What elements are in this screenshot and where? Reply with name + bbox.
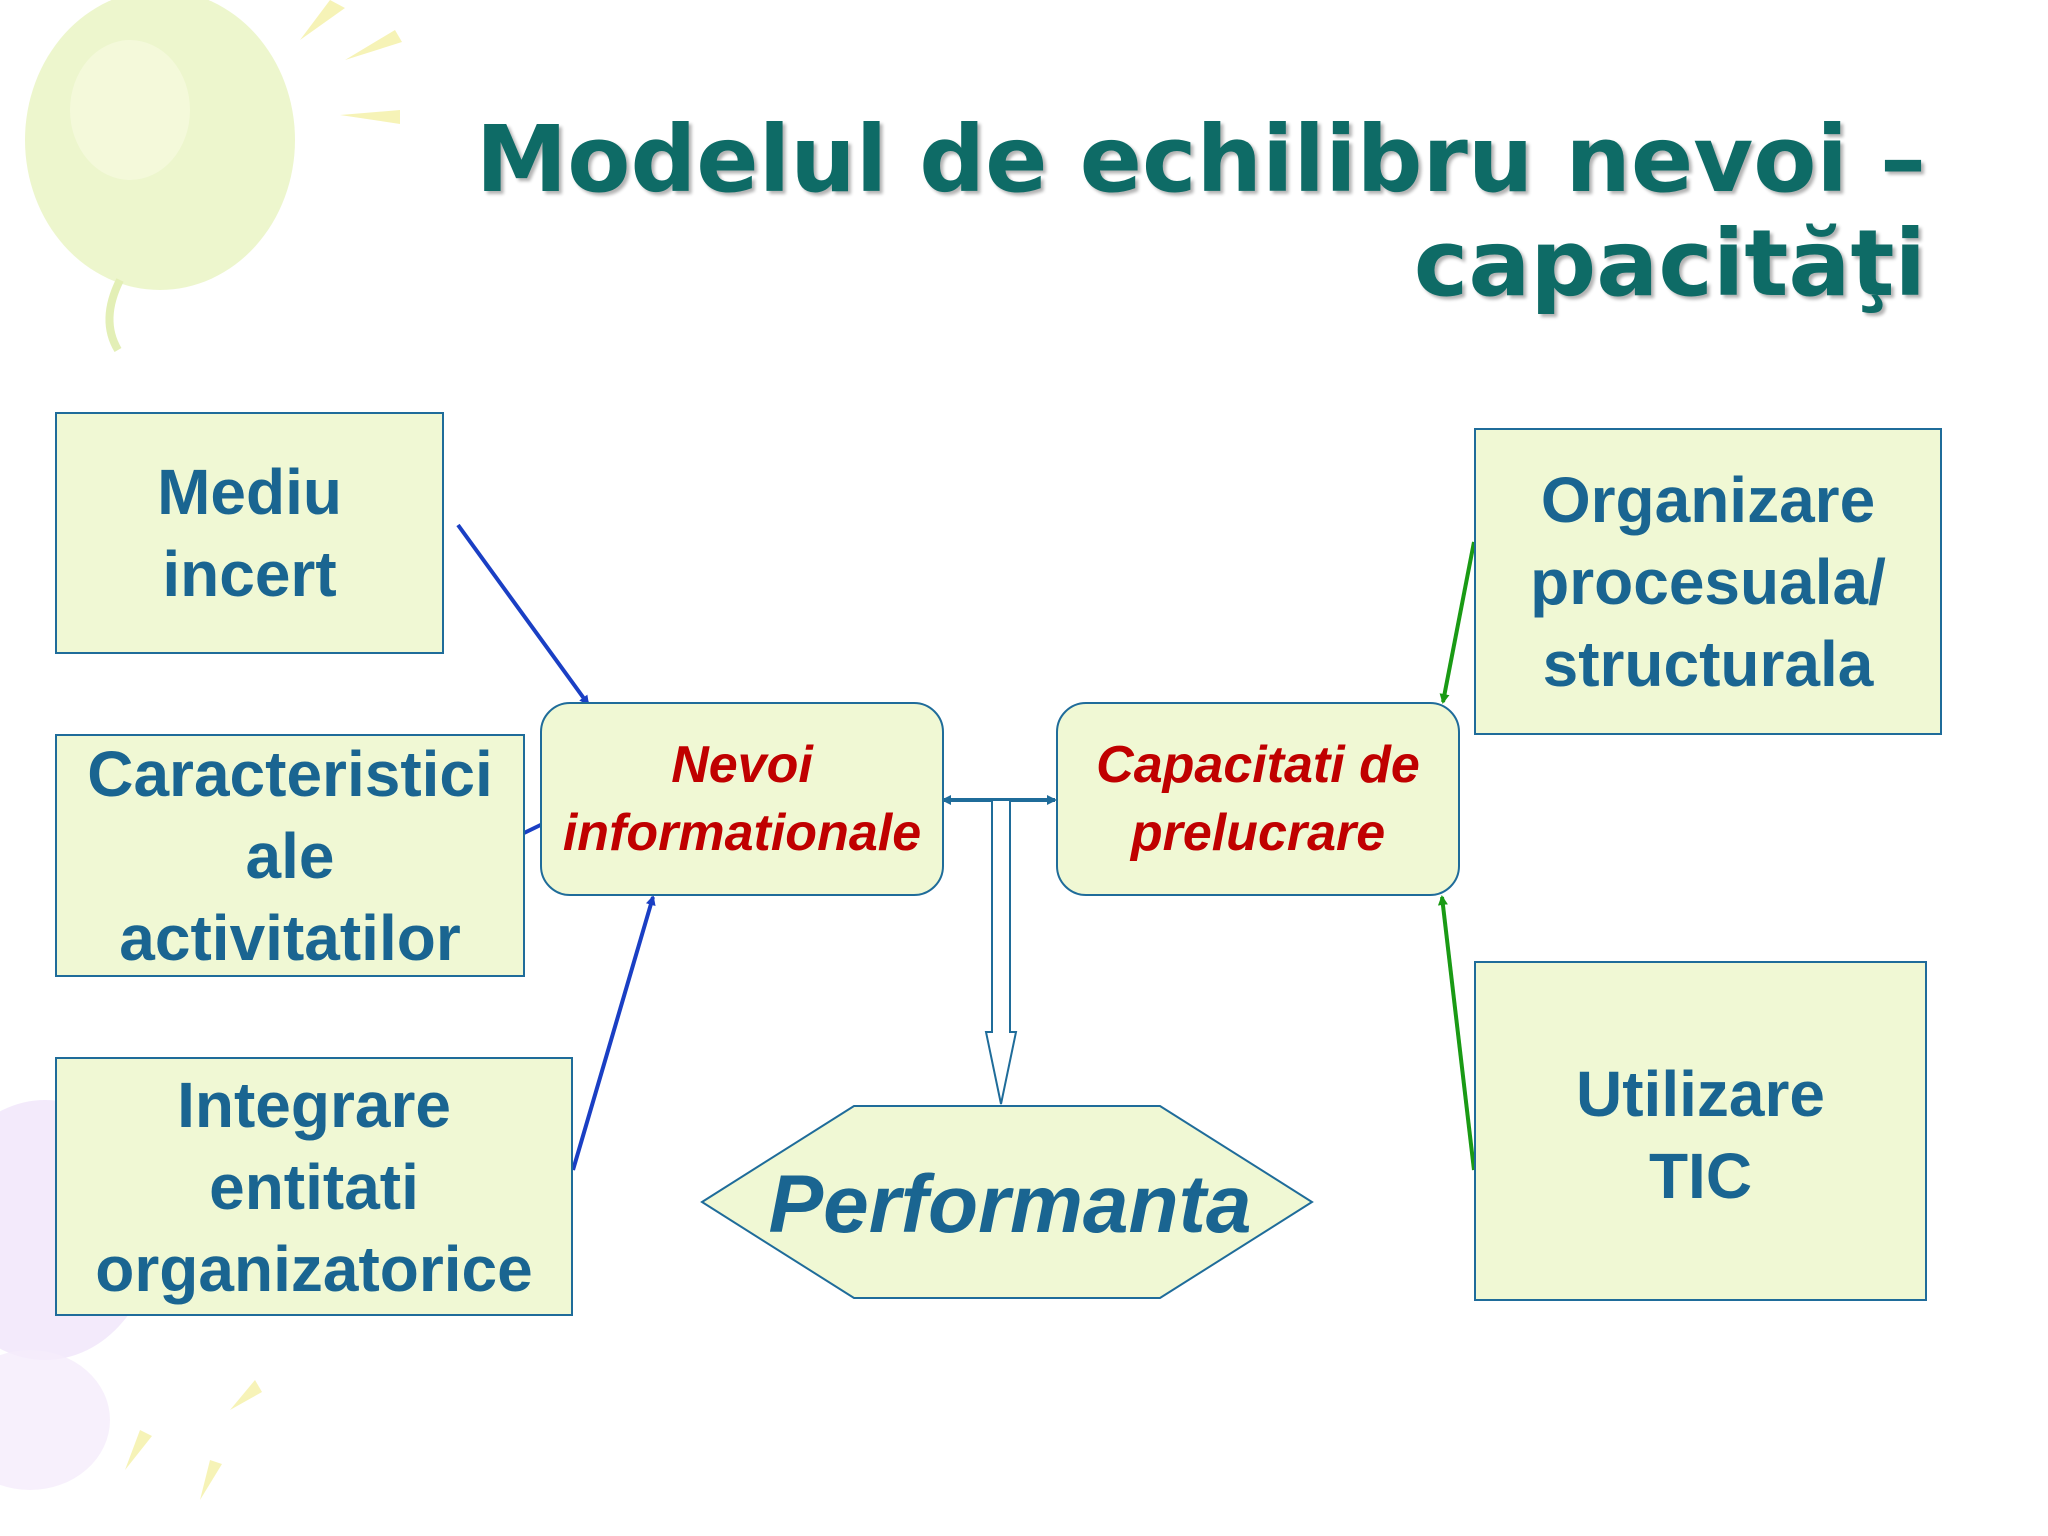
box-text-line: procesuala/ (1530, 545, 1886, 618)
box-text-line: entitati (209, 1150, 419, 1223)
performanta-hexagon (700, 1105, 1314, 1299)
sparkle-ray (345, 30, 402, 60)
box-text-line: structurala (1542, 627, 1874, 700)
box-nevoi-informationale: Nevoi informationale (540, 702, 944, 896)
box-utilizare-tic: Utilizare TIC (1474, 961, 1927, 1301)
sparkle-ray (300, 0, 345, 40)
arrow-utilizare-to-capacitati (1437, 895, 1476, 1171)
box-capacitati-prelucrare: Capacitati de prelucrare (1056, 702, 1460, 896)
box-integrare-entitati: Integrare entitati organizatorice (55, 1057, 573, 1316)
sparkle-rays (125, 0, 402, 1500)
arrow-integrare-to-nevoi (571, 895, 656, 1171)
slide-title-line-2: capacităţi (1413, 210, 1926, 317)
box-text-line: ale (245, 819, 335, 892)
box-text-line: Integrare (177, 1068, 451, 1141)
box-text-line: incert (162, 538, 337, 610)
balloon-top-string (105, 278, 124, 353)
arrow-to-performanta (984, 799, 1018, 1105)
box-text-line: Nevoi (671, 736, 813, 794)
box-text-line: prelucrare (1130, 804, 1386, 862)
arrow-organizare-to-capacitati (1439, 541, 1476, 704)
slide-title-line-1: Modelul de echilibru nevoi – (475, 106, 1926, 213)
sparkle-ray (200, 1460, 222, 1500)
box-text-line: Organizare (1540, 463, 1876, 536)
box-text-line: Utilizare (1576, 1058, 1825, 1130)
box-text-line: informationale (562, 804, 922, 862)
box-caracteristici-activitatilor: Caracteristici ale activitatilor (55, 734, 525, 977)
balloon-bottom-shape-2 (0, 1350, 110, 1490)
sparkle-ray (340, 110, 400, 124)
box-text-line: organizatorice (95, 1232, 533, 1305)
box-organizare-procesuala: Organizare procesuala/ structurala (1474, 428, 1942, 735)
box-mediu-incert: Mediu incert (55, 412, 444, 654)
sparkle-ray (230, 1380, 262, 1410)
box-text-line: Capacitati de (1096, 736, 1420, 794)
box-text-line: Caracteristici (87, 737, 493, 810)
performanta-label: Performanta (768, 1159, 1252, 1250)
arrow-mediu-to-nevoi (456, 523, 590, 706)
balloon-top-highlight (70, 40, 190, 180)
box-text-line: TIC (1648, 1140, 1753, 1212)
box-text-line: activitatilor (119, 901, 461, 974)
sparkle-ray (125, 1430, 152, 1470)
box-text-line: Mediu (157, 456, 342, 528)
